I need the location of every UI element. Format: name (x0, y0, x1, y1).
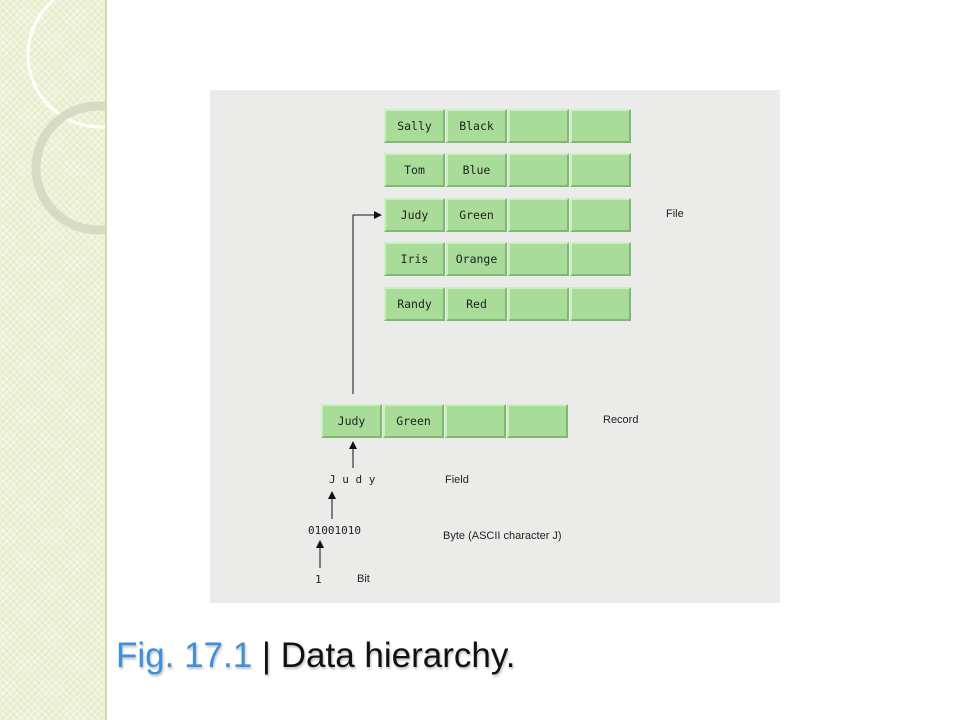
empty-cell (570, 198, 631, 232)
file-record: Judy Green (384, 198, 632, 232)
empty-cell (570, 153, 631, 187)
record: Judy Green (321, 404, 569, 438)
field-label: Field (445, 474, 469, 486)
figure-number: Fig. 17.1 (116, 636, 253, 675)
name-cell: Judy (384, 198, 445, 232)
hierarchy-arrows (316, 211, 382, 568)
color-cell: Red (446, 287, 507, 321)
empty-cell (508, 153, 569, 187)
empty-cell (445, 404, 506, 438)
record-color-cell: Green (383, 404, 444, 438)
empty-cell (508, 198, 569, 232)
color-cell: Green (446, 198, 507, 232)
decorative-side-stripe (0, 0, 107, 720)
file-record: Sally Black (384, 109, 632, 143)
bit-label: Bit (357, 573, 370, 585)
file-record: Randy Red (384, 287, 632, 321)
color-cell: Blue (446, 153, 507, 187)
color-cell: Black (446, 109, 507, 143)
figure-caption: Fig. 17.1 | Data hierarchy. (116, 636, 515, 676)
color-cell: Orange (446, 242, 507, 276)
arrow-record-to-file (352, 211, 382, 394)
byte-label: Byte (ASCII character J) (443, 530, 562, 542)
empty-cell (508, 287, 569, 321)
name-cell: Randy (384, 287, 445, 321)
file-label: File (666, 208, 684, 220)
bit-value: 1 (315, 573, 322, 586)
record-label: Record (603, 414, 639, 426)
empty-cell (508, 109, 569, 143)
name-cell: Sally (384, 109, 445, 143)
empty-cell (508, 242, 569, 276)
empty-cell (507, 404, 568, 438)
name-cell: Iris (384, 242, 445, 276)
decorative-circles (26, 0, 105, 235)
record-name-cell: Judy (321, 404, 382, 438)
byte-value: 01001010 (308, 524, 361, 537)
diagram-panel: Sally Black Tom Blue Judy Green Iris Ora… (210, 90, 780, 603)
empty-cell (570, 109, 631, 143)
empty-cell (570, 242, 631, 276)
field-value: J u d y (329, 473, 376, 486)
empty-cell (570, 287, 631, 321)
file-record: Iris Orange (384, 242, 632, 276)
figure-title: Data hierarchy. (280, 636, 516, 675)
file-record: Tom Blue (384, 153, 632, 187)
name-cell: Tom (384, 153, 445, 187)
caption-separator: | (252, 636, 281, 675)
